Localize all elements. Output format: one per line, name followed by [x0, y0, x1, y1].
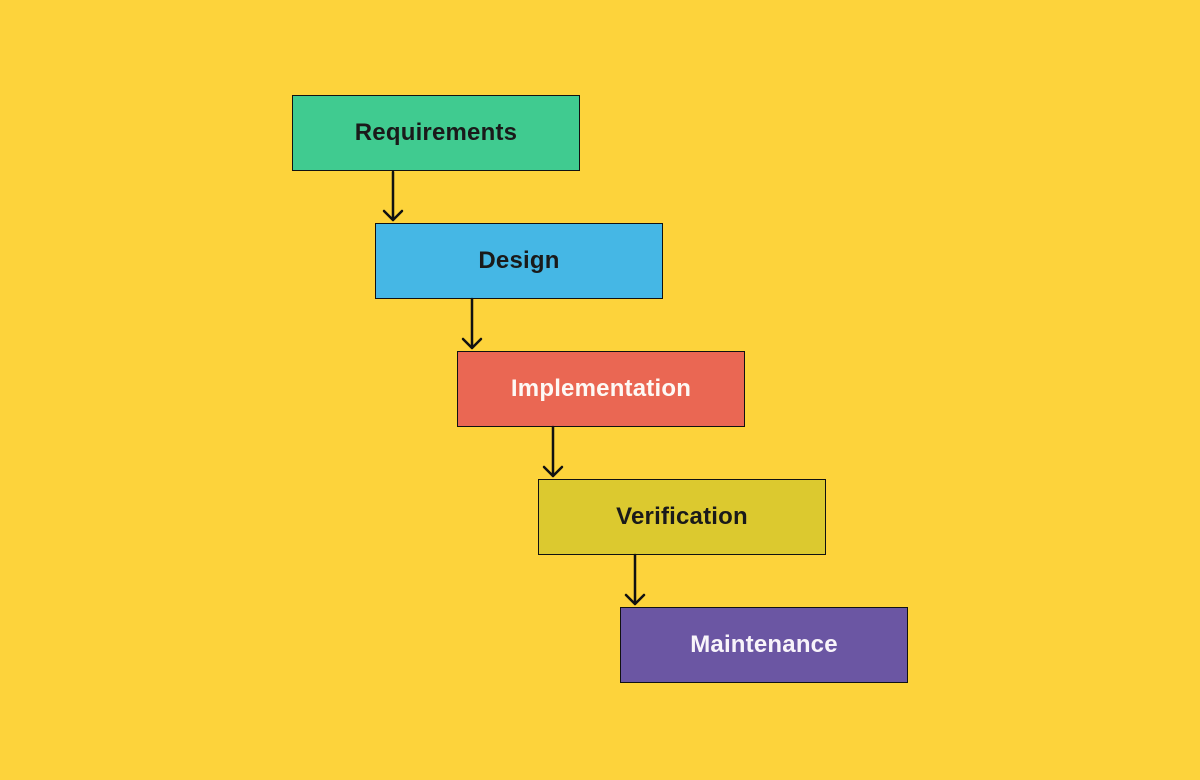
step-box-implementation: Implementation [457, 351, 745, 427]
step-box-design: Design [375, 223, 663, 299]
arrow-implementation-to-verification [542, 425, 564, 478]
step-box-requirements: Requirements [292, 95, 580, 171]
arrow-design-to-implementation [461, 297, 483, 350]
step-label-requirements: Requirements [354, 119, 518, 146]
step-label-design: Design [478, 247, 560, 274]
arrow-requirements-to-design [382, 170, 404, 222]
step-box-verification: Verification [538, 479, 826, 555]
step-label-maintenance: Maintenance [690, 631, 838, 658]
step-label-implementation: Implementation [510, 375, 692, 402]
arrow-verification-to-maintenance [624, 553, 646, 606]
step-label-verification: Verification [616, 503, 748, 530]
step-box-maintenance: Maintenance [620, 607, 908, 683]
